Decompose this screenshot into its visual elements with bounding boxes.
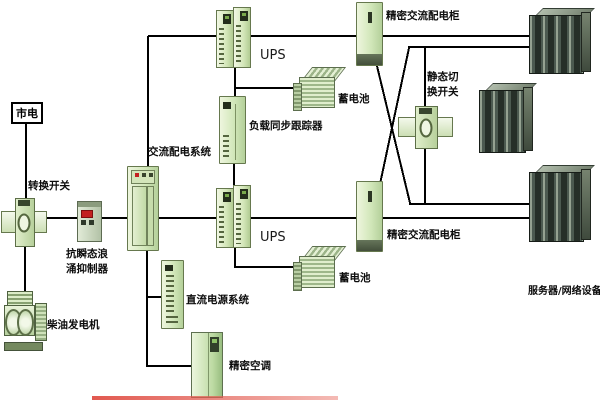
ups-screen-icon xyxy=(240,189,248,199)
ac-distribution-label: 交流配电系统 xyxy=(148,146,211,158)
server-rack-middle xyxy=(479,83,537,153)
mains-label: 市电 xyxy=(16,107,38,120)
ups-tower xyxy=(216,188,235,248)
rack-side-face xyxy=(523,87,533,151)
generator-base xyxy=(4,341,43,351)
ac-distribution-cabinet xyxy=(127,166,159,251)
ups-grill-icon xyxy=(235,25,241,64)
aircon-panel-line xyxy=(208,333,209,397)
precision-air-conditioner-device xyxy=(191,332,223,398)
transfer-switch-label: 转换开关 xyxy=(28,180,70,192)
surge-suppressor-device xyxy=(77,201,102,242)
surge-suppressor-label: 抗瞬态浪 涌抑制器 xyxy=(66,247,108,277)
generator-cylinder-icon xyxy=(16,309,34,336)
generator-exhaust-icon xyxy=(34,303,47,341)
ups-grill-icon xyxy=(219,28,224,64)
switch-wing-icon xyxy=(398,117,417,138)
diesel-generator-label: 柴油发电机 xyxy=(47,319,100,331)
ups-tower xyxy=(232,7,251,68)
ups-a-label: UPS xyxy=(260,48,286,63)
meter-icon xyxy=(149,173,153,177)
static-transfer-switch-label: 静态切 换开关 xyxy=(427,70,459,100)
wire-cross-up xyxy=(379,47,410,185)
switch-knob-icon xyxy=(17,213,31,233)
battery-a-device xyxy=(293,67,347,112)
static-transfer-switch-device xyxy=(398,106,453,149)
dc-power-system-label: 直流电源系统 xyxy=(186,294,249,306)
ups-screen-icon xyxy=(223,14,232,24)
precision-ac-panel-a-cabinet xyxy=(356,2,383,66)
diesel-generator-device xyxy=(4,291,47,351)
load-sync-tracker-cabinet xyxy=(219,96,246,164)
rack-side-face xyxy=(581,12,591,72)
ups-b-label: UPS xyxy=(260,230,286,245)
suppressor-port-icon xyxy=(81,220,86,225)
surge-suppressor-label-line2: 涌抑制器 xyxy=(66,263,108,275)
cabinet-slit-icon xyxy=(367,191,372,202)
server-network-equipment-label: 服务器/网络设备 xyxy=(528,286,600,297)
wire-cross-down xyxy=(376,65,411,204)
cabinet-grill-icon xyxy=(166,275,174,314)
precision-ac-panel-a-label: 精密交流配电柜 xyxy=(386,10,460,22)
cabinet-base xyxy=(357,240,382,251)
cabinet-screen-icon xyxy=(223,102,231,109)
battery-fins-icon xyxy=(299,76,335,109)
cabinet-door xyxy=(132,186,147,246)
meter-icon xyxy=(142,173,146,177)
precision-ac-panel-b-cabinet xyxy=(356,181,383,252)
ups-b-device xyxy=(216,185,251,248)
ups-grill-icon xyxy=(219,206,224,244)
ups-screen-icon xyxy=(223,192,232,202)
cabinet-slit-icon xyxy=(367,12,372,23)
ups-a-device xyxy=(216,7,251,68)
cabinet-side-panel xyxy=(147,186,154,246)
dc-power-system-cabinet xyxy=(161,260,184,329)
rack-front-slats-icon xyxy=(529,15,584,74)
server-rack-top xyxy=(529,8,595,74)
switch-knob-icon xyxy=(419,118,432,138)
rack-front-slats-icon xyxy=(529,172,584,242)
battery-b-device xyxy=(293,246,347,292)
static-switch-label-line1: 静态切 xyxy=(427,71,459,83)
static-switch-label-line2: 换开关 xyxy=(427,86,459,98)
precision-air-conditioner-label: 精密空调 xyxy=(229,360,271,372)
ups-tower xyxy=(216,10,235,68)
battery-side-icon xyxy=(293,262,302,292)
ups-grill-icon xyxy=(235,203,241,244)
rack-front-slats-icon xyxy=(479,90,526,153)
cabinet-grill-icon xyxy=(166,316,178,325)
aircon-vent-icon xyxy=(210,337,219,352)
battery-side-icon xyxy=(293,83,302,112)
suppressor-top xyxy=(78,202,101,207)
battery-a-label: 蓄电池 xyxy=(338,93,370,105)
ups-tower xyxy=(232,185,251,248)
cabinet-grill-icon xyxy=(223,135,229,159)
cabinet-screen-icon xyxy=(165,265,173,271)
suppressor-port-icon xyxy=(89,220,94,225)
switch-display-icon xyxy=(418,108,433,114)
server-rack-bottom xyxy=(529,165,595,242)
cabinet-door-line xyxy=(235,103,236,161)
ups-screen-icon xyxy=(240,11,248,21)
cabinet-base xyxy=(357,54,382,65)
battery-fins-icon xyxy=(299,255,335,289)
rack-side-face xyxy=(581,169,591,240)
mains-power-box: 市电 xyxy=(11,102,43,124)
battery-b-label: 蓄电池 xyxy=(339,272,371,284)
alert-indicator-icon xyxy=(81,210,93,218)
load-sync-tracker-label: 负载同步跟踪器 xyxy=(249,120,323,132)
precision-ac-panel-b-label: 精密交流配电柜 xyxy=(387,229,461,241)
surge-suppressor-label-line1: 抗瞬态浪 xyxy=(66,248,108,260)
switch-display-icon xyxy=(18,200,30,206)
alert-indicator-icon xyxy=(135,173,139,177)
transfer-switch-device xyxy=(1,198,47,247)
bottom-red-strip xyxy=(92,396,338,400)
